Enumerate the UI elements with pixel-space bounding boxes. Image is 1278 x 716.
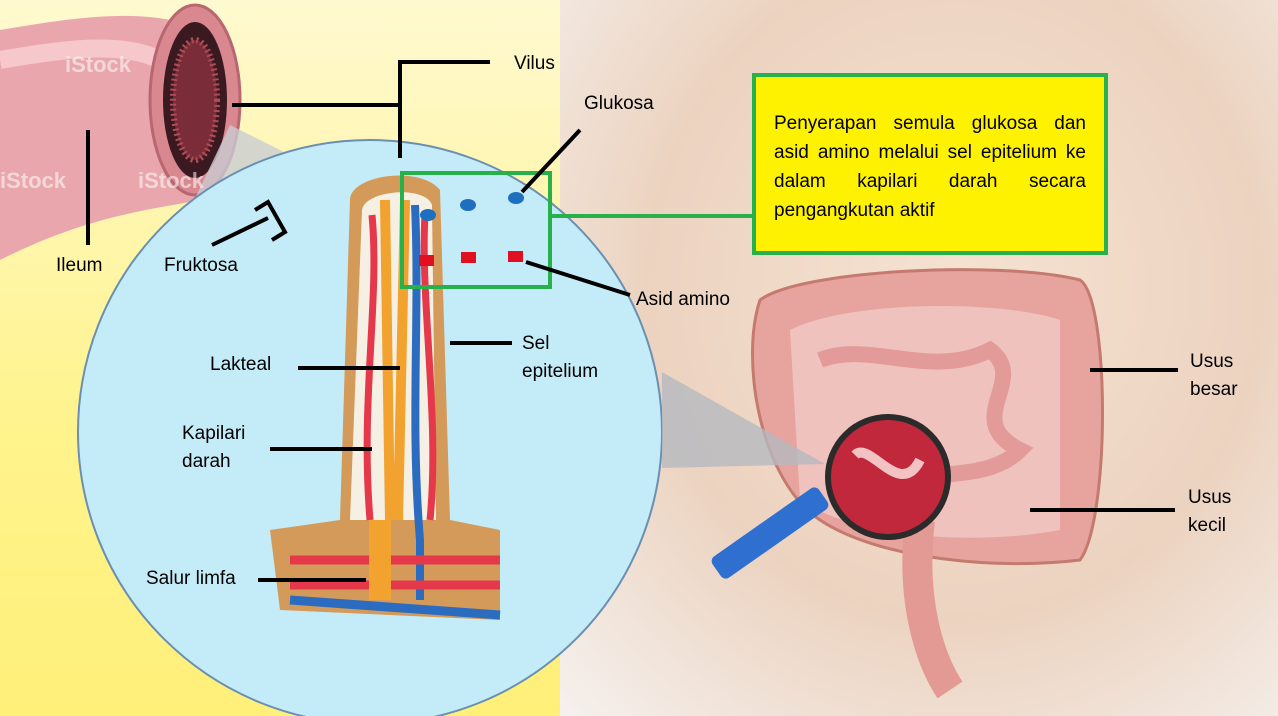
label-sel-epitelium-line2: epitelium [522,361,599,382]
watermark: iStock [65,52,132,77]
amino-acid-square [419,255,434,266]
label-glukosa: Glukosa [584,93,654,114]
label-usus-besar: Usus besar [1190,348,1238,404]
ileum-tube-illustration [0,3,242,260]
watermark: iStock [0,168,67,193]
label-usus-kecil-line1: Usus [1188,487,1232,508]
label-salur-limfa: Salur limfa [146,568,236,589]
magnifier-zoom-cone [662,372,825,468]
glucose-dot [420,209,436,221]
amino-acid-square [461,252,476,263]
magnifier-illustration [711,414,951,579]
label-kapilari-line2: darah [182,451,231,472]
label-vilus: Vilus [514,53,555,74]
highlight-box [400,171,552,289]
label-sel-epitelium-line1: Sel [522,333,550,354]
label-usus-besar-line2: besar [1190,379,1238,400]
glucose-dot [460,199,476,211]
amino-acid-square [508,251,523,262]
glucose-dot [508,192,524,204]
leader-lines [86,60,1178,582]
callout-text: Penyerapan semula glukosa dan asid amino… [774,113,1086,221]
label-sel-epitelium: Sel epitelium [522,330,598,386]
label-kapilari-darah: Kapilari darah [182,420,245,476]
label-usus-besar-line1: Usus [1190,351,1234,372]
label-fruktosa: Fruktosa [164,255,238,276]
villus-illustration [270,175,501,620]
label-usus-kecil-line2: kecil [1188,515,1227,536]
label-lakteal: Lakteal [210,354,272,375]
watermark: iStock [138,168,205,193]
label-asid-amino: Asid amino [636,289,730,310]
label-kapilari-line1: Kapilari [182,423,246,444]
label-usus-kecil: Usus kecil [1188,484,1231,540]
callout-box: Penyerapan semula glukosa dan asid amino… [752,73,1108,255]
label-ileum: Ileum [56,255,103,276]
